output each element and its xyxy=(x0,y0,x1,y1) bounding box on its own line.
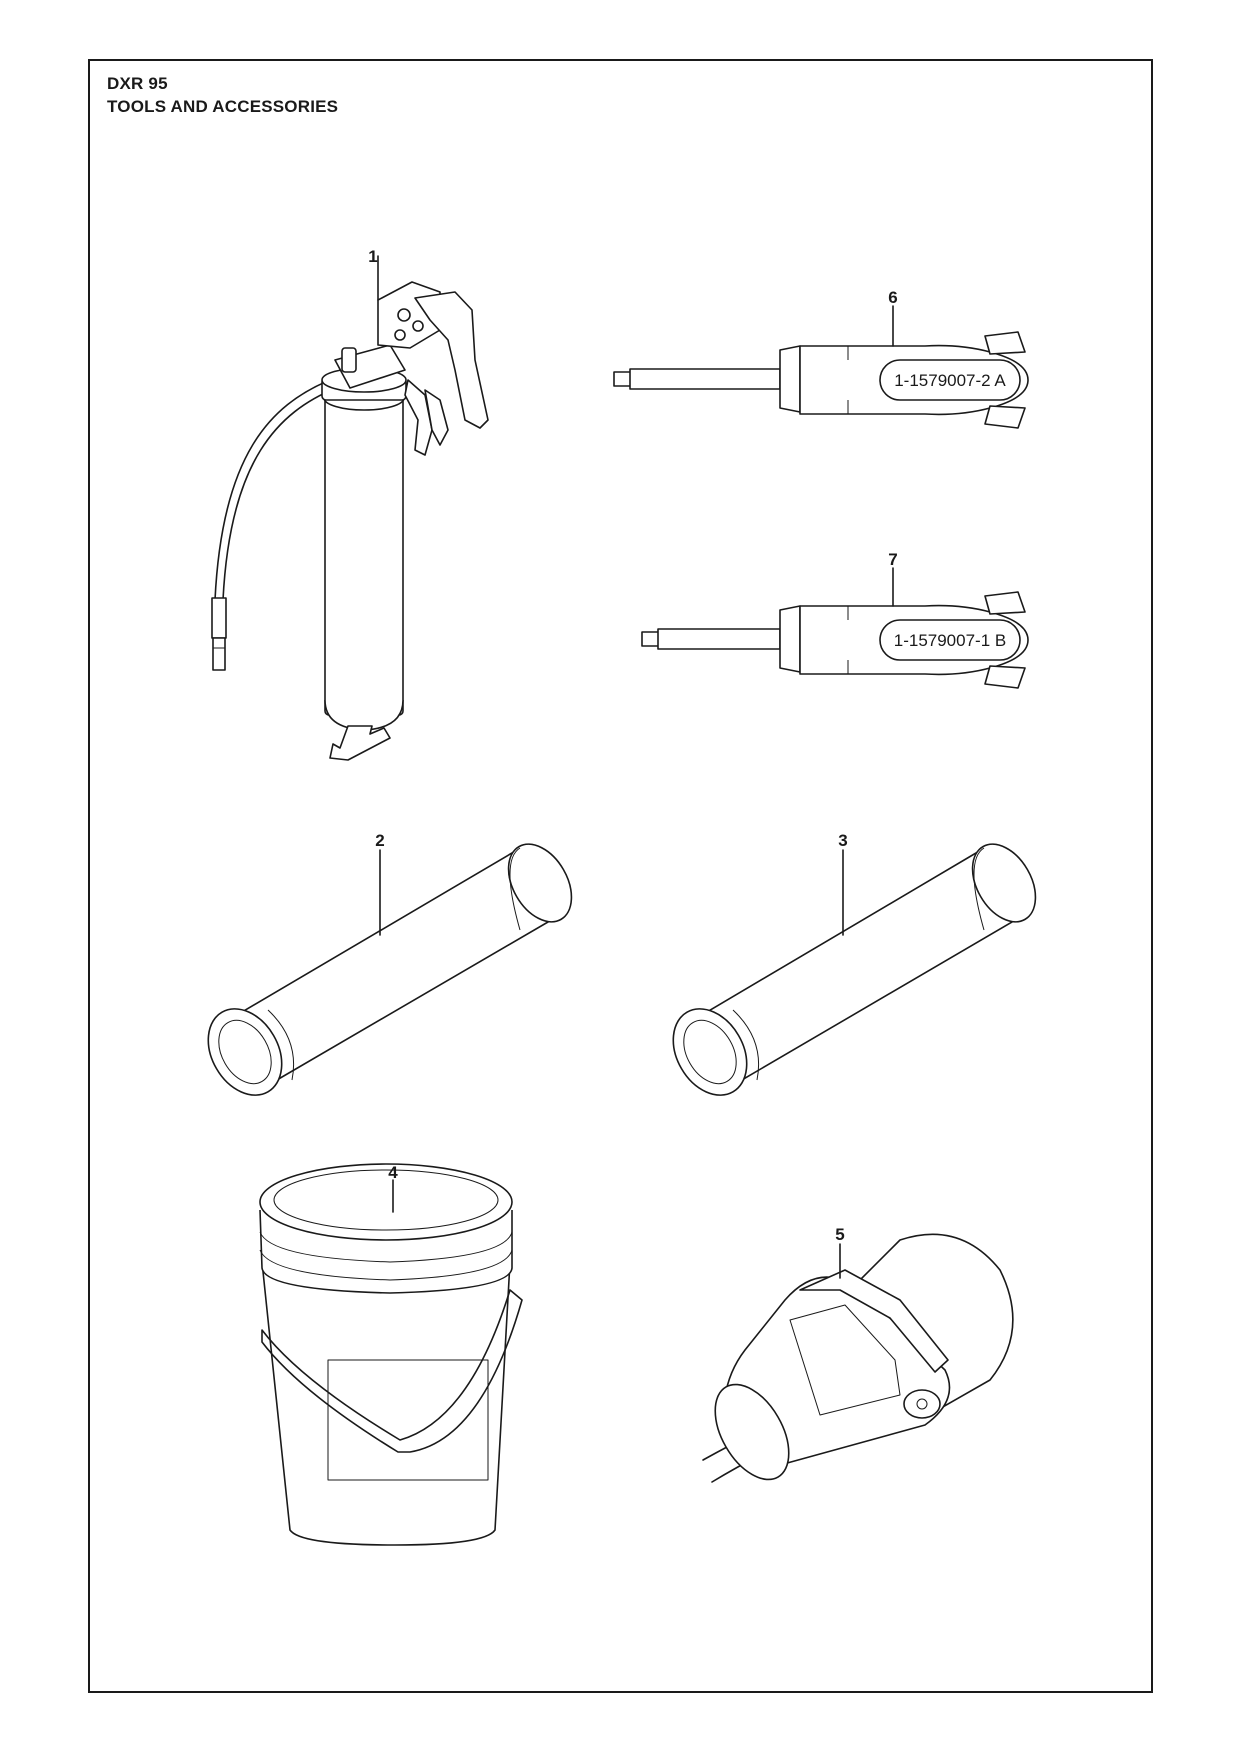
page-frame xyxy=(88,59,1153,1693)
key-tool-a-icon: 1-1579007-2 A 6 xyxy=(613,288,1029,429)
engraving-6: 1-1579007-2 A xyxy=(894,371,1006,390)
page-header: DXR 95 TOOLS AND ACCESSORIES xyxy=(107,72,338,118)
callout-7: 7 xyxy=(888,550,897,569)
grease-bucket-icon: 4 xyxy=(259,1163,523,1546)
grease-cartridge-3-icon: 3 xyxy=(672,831,1037,1096)
grease-cartridge-2-icon: 2 xyxy=(207,831,573,1096)
callout-3: 3 xyxy=(838,831,847,850)
engraving-7: 1-1579007-1 B xyxy=(894,631,1006,650)
model-name: DXR 95 xyxy=(107,74,168,93)
callout-2: 2 xyxy=(375,831,384,850)
key-tool-b-icon: 1-1579007-1 B 7 xyxy=(641,550,1029,689)
callout-4: 4 xyxy=(388,1163,398,1182)
section-title: TOOLS AND ACCESSORIES xyxy=(107,97,339,116)
motor-unit-icon: 5 xyxy=(702,1225,1014,1483)
callout-5: 5 xyxy=(835,1225,844,1244)
grease-gun-icon: 1 xyxy=(211,247,489,761)
callout-1: 1 xyxy=(368,247,377,266)
callout-6: 6 xyxy=(888,288,897,307)
